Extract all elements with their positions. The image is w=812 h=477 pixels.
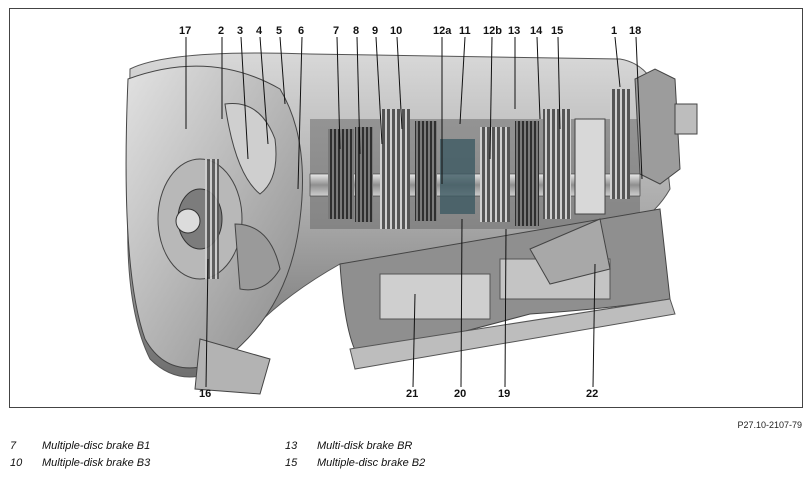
callout-8: 8	[353, 25, 360, 37]
callout-16: 16	[199, 388, 212, 400]
callout-1: 1	[611, 25, 618, 37]
callout-4: 4	[256, 25, 263, 37]
callout-6: 6	[298, 25, 305, 37]
legend-number: 10	[10, 457, 23, 469]
reference-code: P27.10-2107-79	[737, 420, 802, 430]
legend-text: Multiple-disc brake B2	[317, 457, 426, 469]
callout-12b: 12b	[483, 25, 502, 37]
legend-text: Multiple-disc brake B1	[42, 440, 151, 452]
legend-text: Multiple-disk brake B3	[42, 457, 151, 469]
callout-5: 5	[276, 25, 283, 37]
legend-number: 7	[10, 440, 17, 452]
callout-22: 22	[586, 388, 599, 400]
callout-21: 21	[406, 388, 419, 400]
legend-number: 13	[285, 440, 298, 452]
callout-12a: 12a	[433, 25, 452, 37]
callout-20: 20	[454, 388, 467, 400]
legend-text: Multi-disk brake BR	[317, 440, 413, 452]
diagram-frame: 17 2 3 4 5 6 7 8 9 10 12a 11 12b 13 14 1…	[9, 8, 803, 408]
callout-13: 13	[508, 25, 521, 37]
callout-11: 11	[459, 25, 471, 37]
callout-19: 19	[498, 388, 511, 400]
legend-number: 15	[285, 457, 298, 469]
callout-17: 17	[179, 25, 192, 37]
callout-15: 15	[551, 25, 564, 37]
callout-18: 18	[629, 25, 642, 37]
callout-2: 2	[218, 25, 225, 37]
callout-9: 9	[372, 25, 379, 37]
callout-14: 14	[530, 25, 543, 37]
transmission-cutaway-illustration	[125, 36, 698, 395]
callout-7: 7	[333, 25, 340, 37]
callout-10: 10	[390, 25, 403, 37]
callout-3: 3	[237, 25, 244, 37]
